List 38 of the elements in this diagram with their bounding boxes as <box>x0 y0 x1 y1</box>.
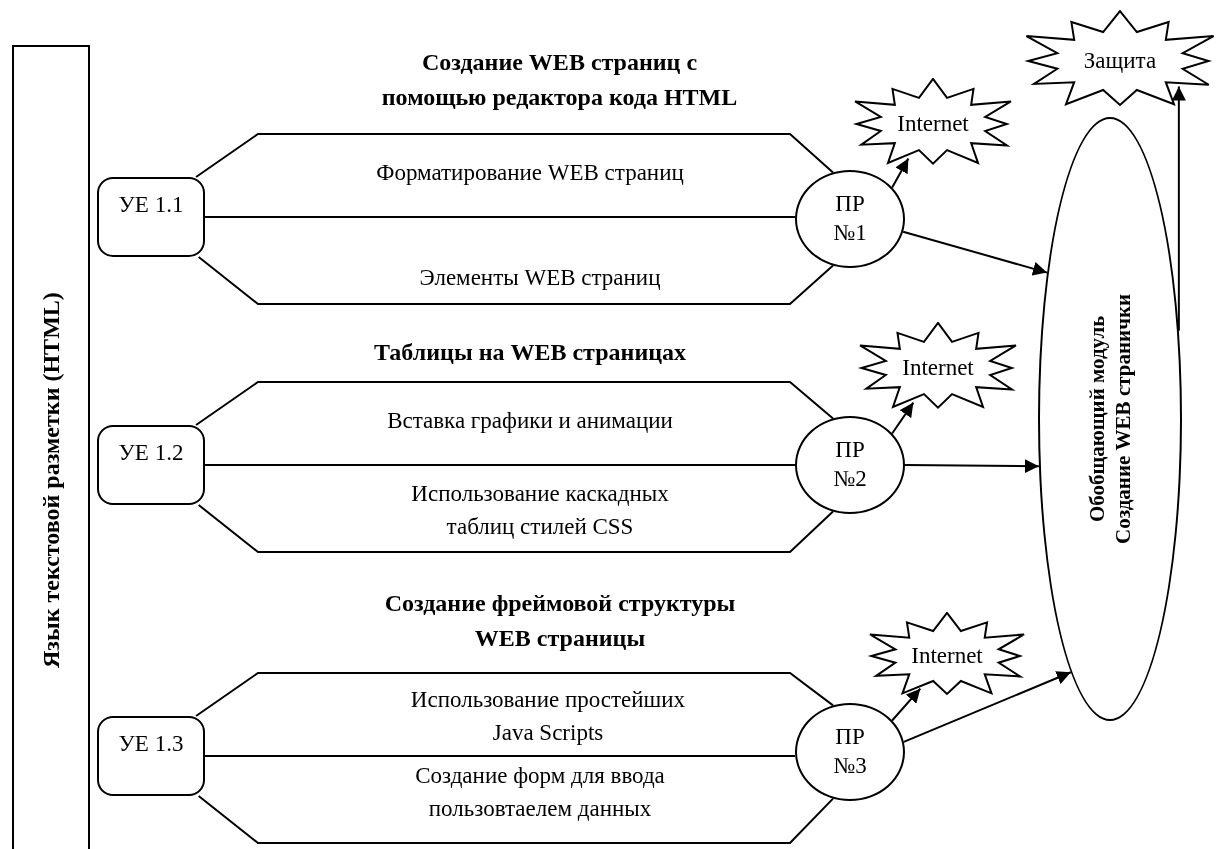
topic-text: Создание форм для ввода пользовтаелем данных <box>414 762 666 824</box>
practice-circle: ПР №1 <box>795 170 905 268</box>
practice-circle: ПР №2 <box>795 416 905 514</box>
connector-line <box>195 672 834 717</box>
burst-label: Защита <box>1083 46 1157 75</box>
arrow <box>1171 85 1186 332</box>
topic-text: Форматирование WEB страниц <box>375 159 685 187</box>
burst-label: Internet <box>897 109 969 138</box>
section-heading: Таблицы на WEB страницах <box>372 338 688 367</box>
topic-text: Использование простейших Java Scripts <box>409 686 687 748</box>
connector-line <box>197 256 834 305</box>
topic-text: Использование каскадных таблиц стилей CSS <box>410 480 670 542</box>
arrow <box>891 157 910 189</box>
unit-box: УЕ 1.2 <box>97 425 205 505</box>
arrow <box>902 671 1072 743</box>
practice-circle: ПР №3 <box>795 703 905 801</box>
node-label: Обобщающий модуль <box>1083 315 1110 523</box>
burst-label: Internet <box>902 353 974 382</box>
arrow <box>904 459 1040 474</box>
arrow <box>891 687 922 722</box>
connector-line <box>195 133 834 178</box>
connector-line <box>195 381 834 426</box>
arrow <box>902 230 1049 276</box>
topic-text: Вставка графики и анимации <box>386 407 674 435</box>
node-label: Создание WEB странички <box>1110 293 1136 545</box>
arrow <box>891 401 915 435</box>
unit-box: УЕ 1.1 <box>97 177 205 257</box>
connector-line <box>204 216 796 218</box>
section-heading: Создание WEB страниц с помощью редактора кода HTML <box>380 48 739 112</box>
connector-line <box>197 504 834 553</box>
connector-line <box>197 795 834 844</box>
unit-box: УЕ 1.3 <box>97 716 205 796</box>
connector-line <box>204 464 796 466</box>
connector-line <box>204 755 796 757</box>
topic-text: Элементы WEB страниц <box>418 264 662 292</box>
burst-label: Internet <box>911 641 983 670</box>
section-heading: Создание фреймовой структуры WEB страницы <box>383 589 737 653</box>
vertical-title-box: Язык текстовой разметки (HTML) <box>12 45 90 849</box>
